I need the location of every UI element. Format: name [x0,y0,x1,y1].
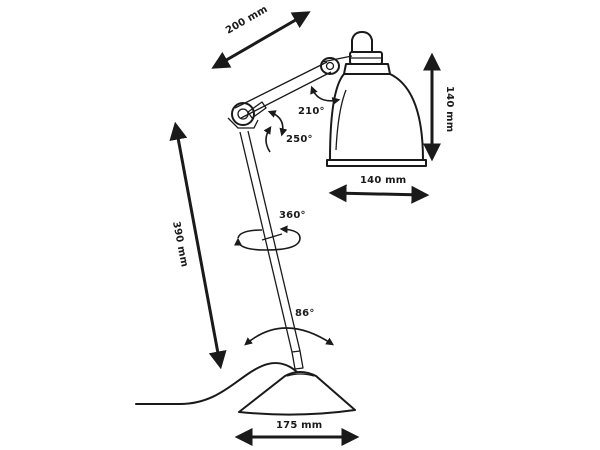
shade-height-dimension: 140 mm [423,52,455,162]
arm-spring-bracket [247,101,267,119]
lamp-height-arrow [169,121,227,370]
lamp-height-dimension: 390 mm [169,121,227,370]
power-cord [135,362,298,405]
shade-width-label: 140 mm [360,175,406,186]
elbow-joint [231,102,255,126]
base-knuckle [291,350,304,370]
upper-arm-top [234,61,328,109]
upper-arm-bottom [240,71,332,119]
arm-length-dimension: 200 mm [211,4,311,69]
shade-collar [343,63,391,75]
elbow-rotation-arrow [267,110,288,137]
base-tilt-label: 86° [295,308,315,319]
swivel-arm-mark [261,233,283,241]
base-tilt-rotation: 86° [244,308,334,346]
shade-hook [351,31,373,53]
shade-width-dimension: 140 mm [328,175,430,204]
shade-highlight [335,89,347,151]
head-joint-bar [321,55,353,63]
lamp-base [238,371,356,416]
base-width-dimension: 175 mm [234,420,360,446]
elbow-rotation-arrow-lower [263,126,272,153]
shade-rotation-label: 210° [298,106,325,117]
lower-arm-left [239,131,293,353]
lamp-base-top [286,373,315,377]
swivel-rotation-arrow [234,225,301,251]
shade-rotation-arrow [310,85,341,106]
arm-length-label: 200 mm [224,4,270,37]
shade-rim [326,159,427,167]
lamp-height-label: 390 mm [170,220,190,268]
lower-arm-right [247,130,301,352]
head-joint [320,57,340,75]
swivel-rotation-back [237,229,263,239]
lamp-shade [329,73,424,161]
base-tilt-arrow [244,327,334,346]
elbow-rotation: 250° [263,110,313,153]
shade-width-arrow [328,184,430,204]
arm-length-arrow [211,11,311,69]
elbow-rotation-label: 250° [286,134,313,145]
head-joint-inner [325,61,335,71]
elbow-joint-inner [237,108,249,120]
shade-rotation: 210° [298,85,341,117]
swivel-rotation: 360° [234,210,306,251]
base-width-label: 175 mm [276,420,322,431]
shade-height-label: 140 mm [444,86,455,132]
swivel-rotation-label: 360° [279,210,306,221]
elbow-cap [227,117,259,129]
